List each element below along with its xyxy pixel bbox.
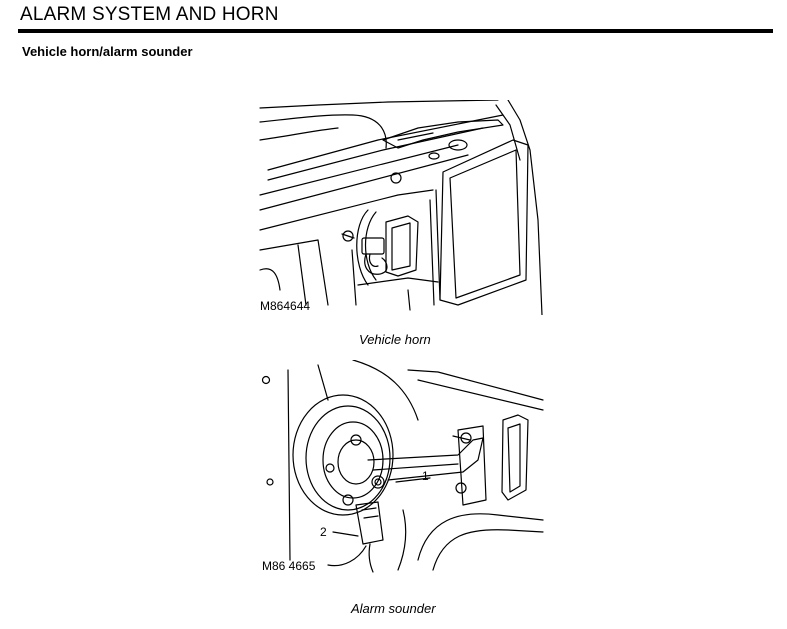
figure-reference-code: M864644 bbox=[260, 299, 310, 313]
page-title: ALARM SYSTEM AND HORN bbox=[20, 4, 279, 25]
vehicle-horn-illustration: M864644 bbox=[259, 100, 543, 315]
figure-caption-alarm-sounder: Alarm sounder bbox=[351, 601, 436, 616]
alarm-sounder-illustration: 1 2 M86 4665 bbox=[261, 360, 544, 573]
page-header: ALARM SYSTEM AND HORN bbox=[18, 0, 773, 36]
section-title: Vehicle horn/alarm sounder bbox=[22, 44, 193, 59]
callout-1: 1 bbox=[422, 469, 429, 483]
figure-caption-vehicle-horn: Vehicle horn bbox=[359, 332, 431, 347]
callout-2: 2 bbox=[320, 525, 327, 539]
header-rule bbox=[18, 29, 773, 33]
figure-reference-code: M86 4665 bbox=[262, 559, 316, 573]
